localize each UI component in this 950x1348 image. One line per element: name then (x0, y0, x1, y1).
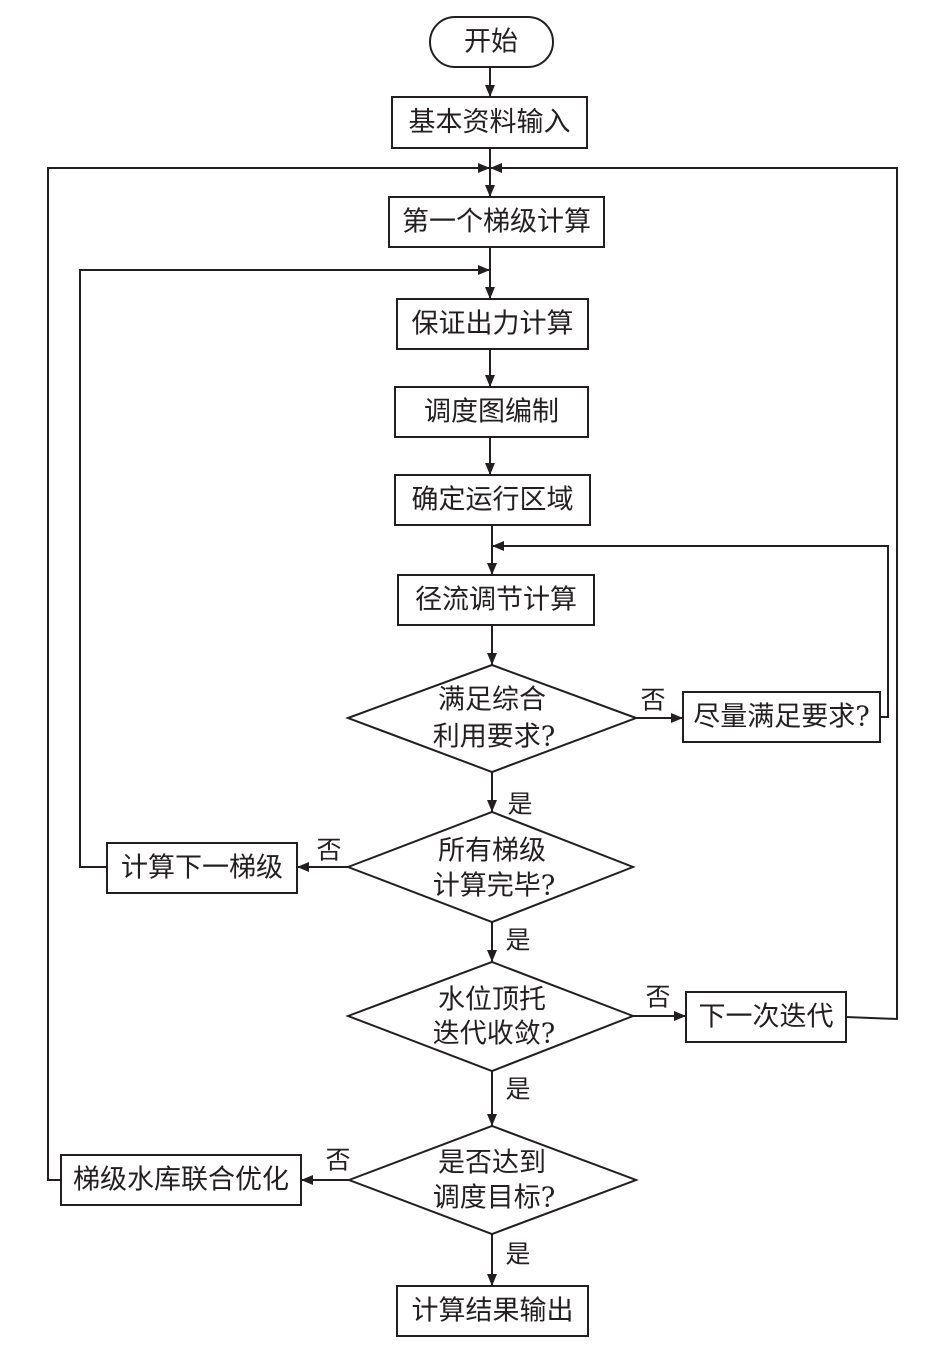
label-no-backwater: 否 (645, 983, 670, 1012)
decision-target-line2: 调度目标? (433, 1183, 555, 1214)
edge-best-effort-loop (492, 541, 889, 718)
next-cascade-box (106, 842, 298, 894)
node-next-cascade: 计算下一梯级 (106, 842, 298, 894)
label-no-comprehensive: 否 (640, 686, 665, 715)
node-decision-backwater: 水位顶托 迭代收敛? (345, 960, 636, 1073)
edge-next-cascade-loop (79, 265, 490, 868)
node-start: 开始 (429, 16, 554, 68)
first-cascade-label: 第一个梯级计算 (402, 207, 591, 238)
start-label: 开始 (464, 27, 518, 58)
edge-labels: 否 是 否 是 否 是 否 是 (316, 686, 670, 1269)
label-no-target: 否 (325, 1146, 350, 1175)
next-iteration-label: 下一次迭代 (699, 1002, 834, 1033)
decision-all-cascades-line2: 计算完毕? (433, 871, 555, 902)
decision-backwater-line2: 迭代收敛? (433, 1019, 555, 1050)
edge-next-iteration-loop (490, 163, 898, 1021)
start-terminal (429, 16, 554, 68)
label-yes-all-cascades: 是 (505, 926, 530, 955)
decision-all-cascades-line1: 所有梯级 (438, 836, 546, 867)
node-joint-optimization: 梯级水库联合优化 (60, 1154, 302, 1206)
runoff-regulation-box (397, 574, 595, 626)
decision-backwater-diamond (345, 960, 636, 1073)
node-decision-all-cascades: 所有梯级 计算完毕? (345, 810, 636, 924)
label-yes-backwater: 是 (505, 1075, 530, 1104)
input-box (391, 96, 588, 149)
output-box (396, 1285, 589, 1337)
decision-target-diamond (346, 1124, 639, 1236)
label-yes-target: 是 (505, 1240, 530, 1269)
operating-zone-label: 确定运行区域 (412, 485, 574, 516)
guaranteed-output-label: 保证出力计算 (412, 309, 574, 340)
node-decision-target: 是否达到 调度目标? (346, 1124, 639, 1236)
label-no-all-cascades: 否 (316, 836, 341, 865)
node-first-cascade: 第一个梯级计算 (388, 196, 605, 248)
node-dispatch-chart: 调度图编制 (394, 386, 589, 438)
node-next-iteration: 下一次迭代 (685, 991, 847, 1043)
runoff-regulation-label: 径流调节计算 (415, 585, 577, 616)
operating-zone-box (394, 474, 591, 526)
edges (47, 67, 898, 1286)
output-label: 计算结果输出 (412, 1296, 574, 1327)
dispatch-chart-label: 调度图编制 (424, 397, 559, 428)
guaranteed-output-box (396, 298, 589, 350)
node-input: 基本资料输入 (391, 96, 588, 149)
input-label: 基本资料输入 (409, 107, 571, 138)
decision-target-line1: 是否达到 (438, 1148, 546, 1179)
best-effort-label: 尽量满足要求? (693, 702, 869, 733)
decision-all-cascades-diamond (345, 810, 636, 924)
decision-comprehensive-line1: 满足综合 (438, 685, 546, 716)
first-cascade-box (388, 196, 605, 248)
label-yes-comprehensive: 是 (507, 790, 532, 819)
dispatch-chart-box (394, 386, 589, 438)
joint-optimization-label: 梯级水库联合优化 (73, 1165, 289, 1196)
next-iteration-box (685, 991, 847, 1043)
node-output: 计算结果输出 (396, 1285, 589, 1337)
joint-optimization-box (60, 1154, 302, 1206)
node-best-effort: 尽量满足要求? (682, 691, 881, 743)
decision-comprehensive-line2: 利用要求? (433, 722, 555, 753)
decision-backwater-line1: 水位顶托 (438, 985, 546, 1016)
edge-joint-optimization-loop (47, 163, 490, 1181)
next-cascade-label: 计算下一梯级 (121, 853, 283, 884)
decision-comprehensive-diamond (345, 663, 639, 774)
node-operating-zone: 确定运行区域 (394, 474, 591, 526)
node-runoff-regulation: 径流调节计算 (397, 574, 595, 626)
best-effort-box (682, 691, 881, 743)
node-decision-comprehensive: 满足综合 利用要求? (345, 663, 639, 774)
node-guaranteed-output: 保证出力计算 (396, 298, 589, 350)
